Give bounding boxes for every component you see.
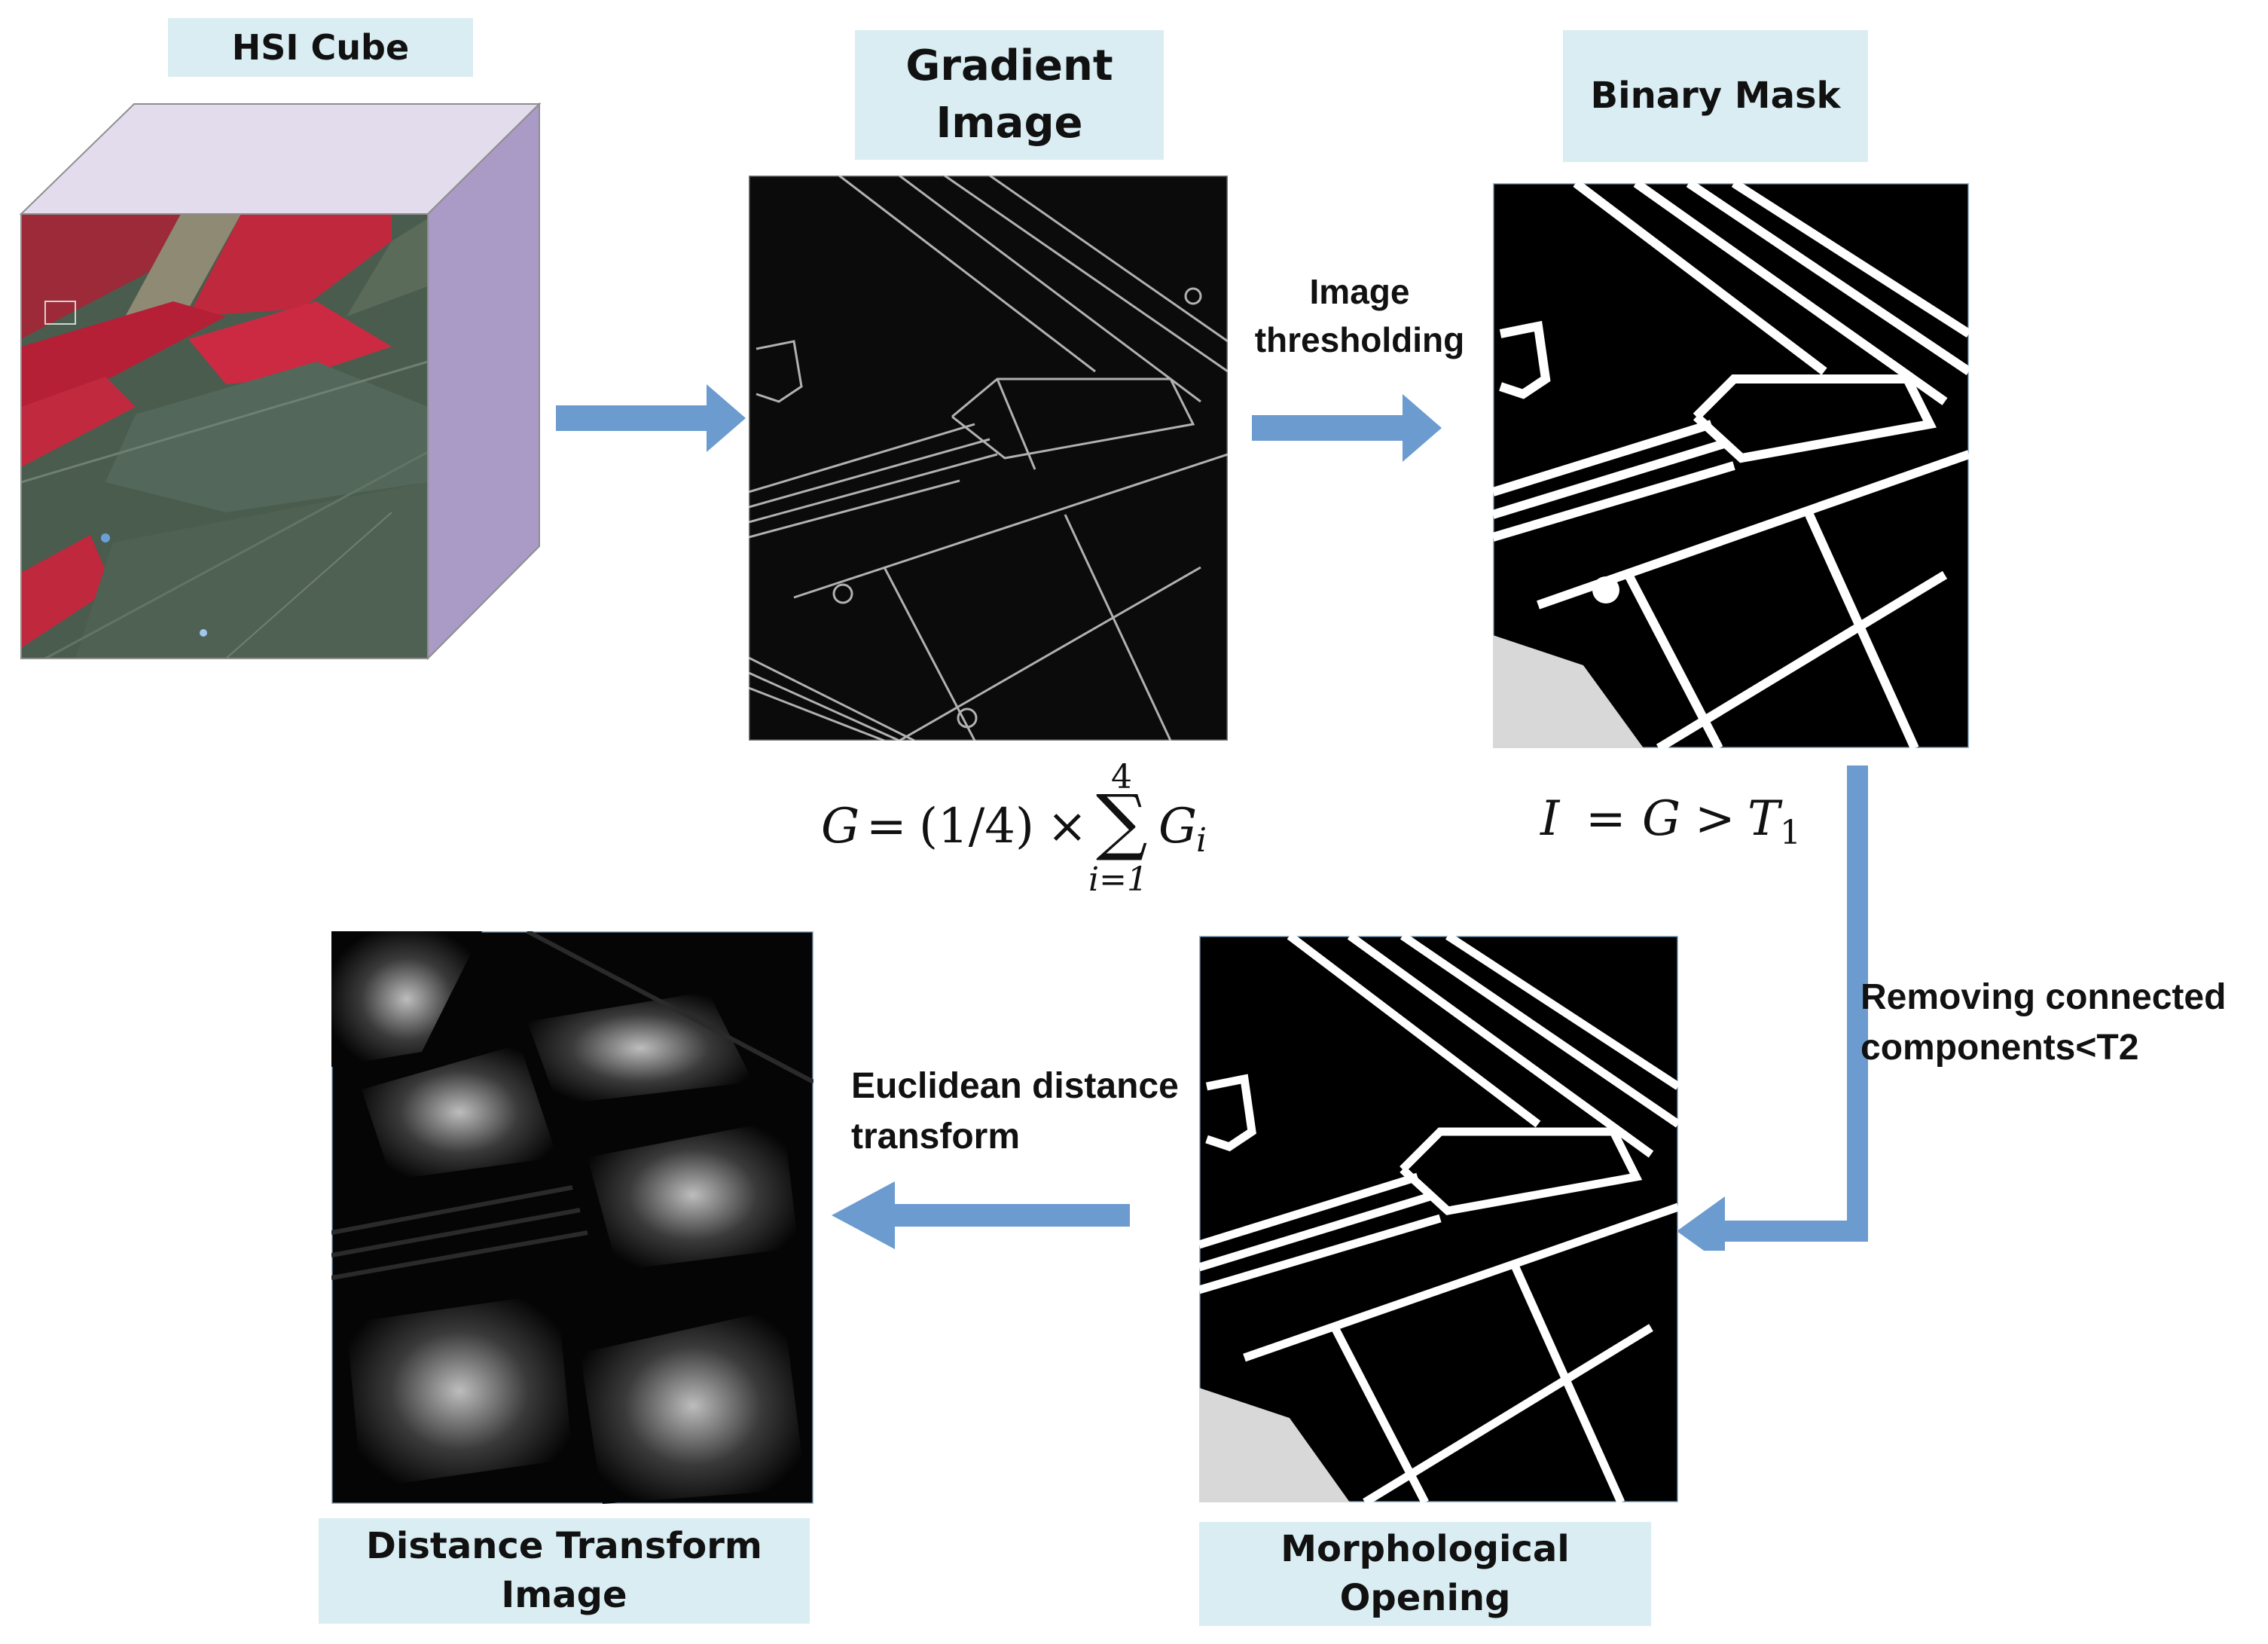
step-euclidean-line1: Euclidean distance: [851, 1066, 1179, 1106]
step-removing-line2: components<T2: [1860, 1028, 2139, 1068]
step-euclidean-line2: transform: [851, 1117, 1021, 1157]
binary-mask-title: Binary Mask: [1590, 75, 1841, 118]
arrow-morph-to-distance: [832, 1181, 1130, 1249]
step-removing-line1: Removing connected: [1860, 977, 2227, 1017]
eq1-lower: i=1: [1088, 860, 1148, 899]
eq1-sub: i: [1196, 821, 1207, 860]
gradient-equation: G = (1/4) × 4 ∑ i=1 G i: [821, 758, 1243, 899]
gradient-image: [749, 176, 1228, 741]
eq2-lhs: I: [1540, 791, 1560, 847]
hsi-cube-title: HSI Cube: [231, 26, 410, 68]
eq1-sum: ∑: [1096, 779, 1148, 863]
morph-opening-image: [1199, 936, 1678, 1502]
distance-title-line1: Distance Transform: [366, 1525, 762, 1568]
arrow-gradient-to-binary: [1252, 394, 1442, 462]
eq1-upper: 4: [1111, 758, 1132, 796]
eq2-equals: =: [1586, 791, 1626, 847]
hsi-cube: [19, 102, 542, 661]
threshold-equation: I = G > T 1: [1540, 791, 1827, 866]
morph-opening-title: Morphological Opening: [1281, 1528, 1570, 1619]
eq1-equals: =: [866, 799, 907, 854]
eq1-factor: (1/4): [919, 799, 1034, 854]
distance-transform-label: Distance Transform Image: [319, 1518, 810, 1624]
eq2-sub: 1: [1780, 814, 1801, 852]
cube-front-image: [21, 214, 428, 659]
binary-mask-image: [1493, 183, 1969, 748]
eq1-times: ×: [1047, 799, 1088, 854]
step-thresholding-line2: thresholding: [1254, 320, 1465, 360]
distance-transform-image: [331, 931, 813, 1504]
arrow-binary-to-morph: [1677, 765, 1868, 1251]
step-euclidean: Euclidean distance transform: [851, 1061, 1198, 1162]
gradient-title-line1: Gradient: [905, 41, 1113, 91]
hsi-cube-label: HSI Cube: [168, 18, 473, 77]
eq2-mid: G: [1642, 791, 1681, 847]
gradient-title-line2: Image: [936, 99, 1083, 148]
eq2-rhs: T: [1748, 791, 1780, 847]
morph-opening-label: Morphological Opening: [1199, 1522, 1651, 1626]
eq1-lhs: G: [821, 799, 860, 854]
step-thresholding-line1: Image: [1309, 272, 1410, 311]
eq2-gt: >: [1695, 791, 1735, 847]
eq1-term: G: [1158, 799, 1198, 854]
distance-title-line2: Image: [501, 1574, 627, 1616]
binary-mask-label: Binary Mask: [1563, 30, 1868, 162]
arrow-cube-to-gradient: [556, 384, 746, 452]
step-removing-components: Removing connected components<T2: [1860, 972, 2268, 1073]
gradient-label: Gradient Image: [855, 30, 1164, 160]
step-thresholding: Image thresholding: [1243, 267, 1476, 365]
